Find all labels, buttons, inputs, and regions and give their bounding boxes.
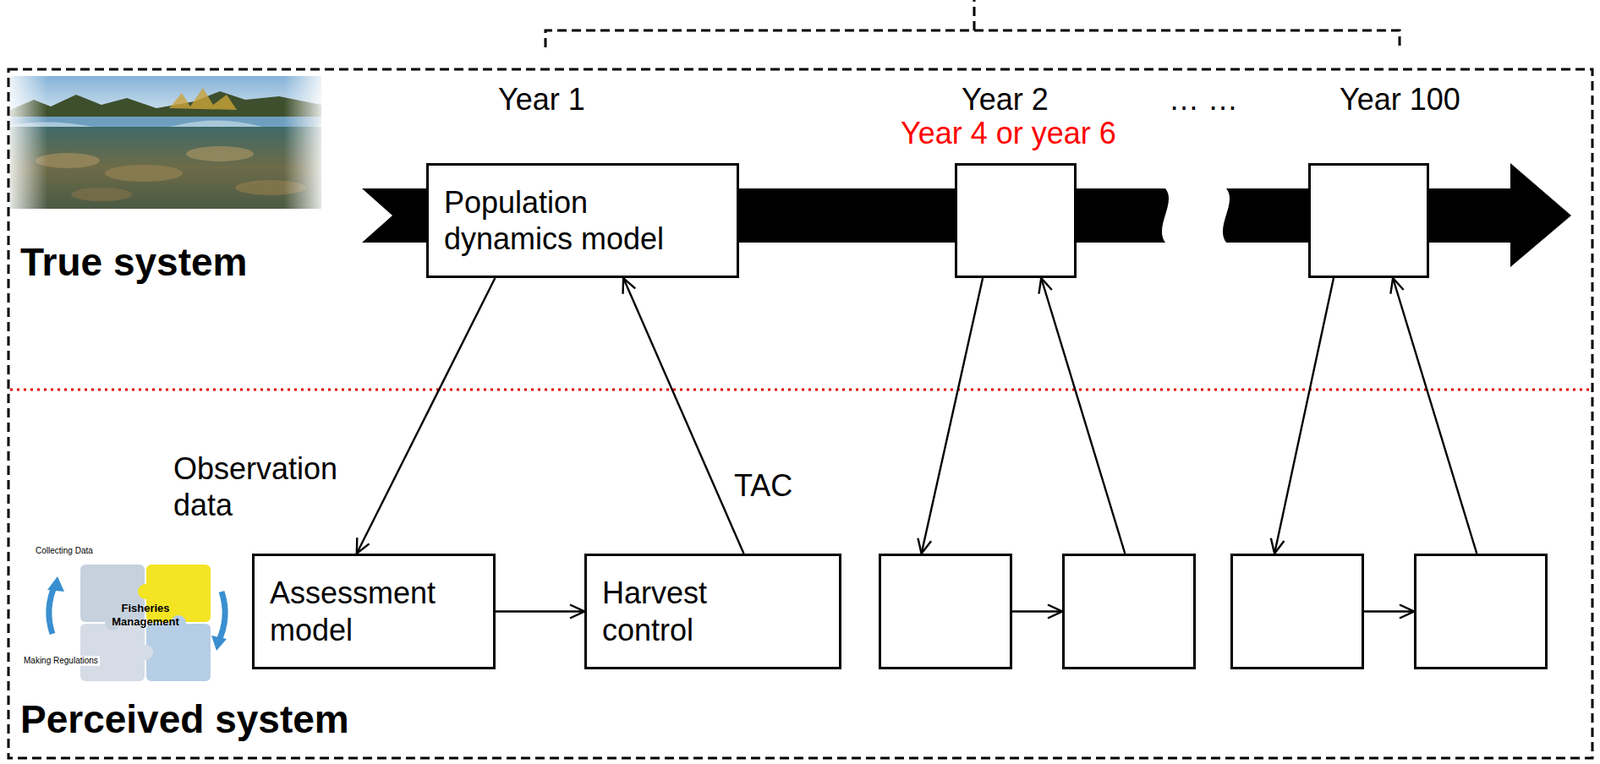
puzzle-arrow-head: [211, 635, 227, 652]
puzzle-arrow-head: [47, 576, 65, 592]
puzzle-piece: [80, 624, 145, 682]
connector-arrow: [1012, 610, 1063, 613]
box-label: Harvest control: [602, 575, 772, 648]
divider-line: [10, 389, 1591, 392]
process-box: [1062, 553, 1196, 670]
connector-arrow: [623, 278, 744, 554]
icon-text: Making Regulations: [21, 656, 100, 667]
box-label: Population dynamics model: [443, 184, 698, 258]
puzzle-knob: [137, 584, 154, 600]
connector-arrow: [1041, 278, 1125, 554]
process-box: [878, 553, 1013, 670]
top-bracket: [545, 0, 1400, 48]
icon-text: Collecting Data: [33, 546, 95, 557]
connector-arrow: [356, 278, 496, 554]
box-label: Assessment model: [269, 575, 473, 648]
region-title: True system: [20, 239, 247, 286]
icon-text: Fisheries Management: [98, 602, 192, 629]
puzzle-arrow: [218, 591, 225, 643]
connector-arrow: [1392, 278, 1477, 554]
process-box: [1413, 553, 1548, 670]
lake-photo: [10, 76, 322, 209]
region-title: Perceived system: [20, 696, 350, 744]
connector-arrow: [921, 278, 984, 554]
outer-frame: [8, 69, 1593, 759]
photo-fade: [10, 76, 322, 209]
connector-arrow: [1274, 278, 1334, 554]
connector-arrow: [1364, 610, 1414, 613]
edge-label: TAC: [734, 467, 793, 505]
edge-label: Observation data: [173, 450, 368, 524]
year-note: Year 4 or year 6: [900, 115, 1117, 152]
year-label: Year 2: [961, 81, 1049, 118]
process-box: [1230, 553, 1365, 670]
model-box: Population dynamics model: [426, 163, 740, 279]
process-box: Harvest control: [584, 553, 842, 670]
year-label: Year 1: [498, 81, 586, 118]
model-box: [1308, 163, 1430, 279]
connector-arrow: [495, 610, 585, 613]
ellipsis-label: … …: [1168, 81, 1239, 118]
process-box: Assessment model: [252, 553, 496, 670]
model-box: [954, 163, 1077, 279]
year-label: Year 100: [1339, 81, 1461, 118]
puzzle-piece: [146, 624, 211, 682]
puzzle-arrow: [49, 583, 56, 635]
puzzle-knob: [137, 645, 154, 661]
